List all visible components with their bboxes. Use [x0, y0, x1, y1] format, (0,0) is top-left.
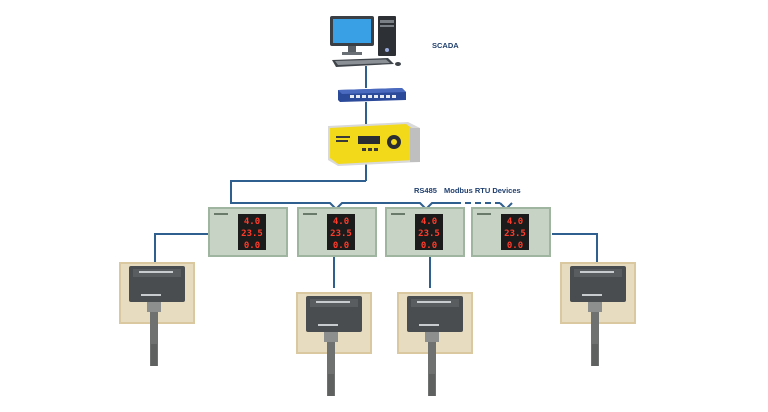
display-value-3: 0.0: [244, 241, 260, 251]
display-panel-4: 4.0 23.5 0.0: [471, 207, 551, 257]
display-value-1: 4.0: [507, 217, 523, 227]
display-panel-2: 4.0 23.5 0.0: [297, 207, 377, 257]
rs485-label: RS485: [414, 186, 437, 195]
network-switch-icon: [336, 86, 408, 104]
display-value-1: 4.0: [244, 217, 260, 227]
display-value-2: 23.5: [330, 229, 352, 239]
modbus-gateway-icon: [328, 122, 420, 166]
display-value-2: 23.5: [418, 229, 440, 239]
transmitter-4: [560, 260, 636, 368]
display-panel-1: 4.0 23.5 0.0: [208, 207, 288, 257]
display-value-1: 4.0: [333, 217, 349, 227]
display-value-3: 0.0: [333, 241, 349, 251]
wire-switch-gateway: [365, 102, 367, 124]
transmitter-3: [397, 290, 473, 398]
transmitter-1: [119, 260, 195, 368]
display-value-2: 23.5: [241, 229, 263, 239]
transmitter-2: [296, 290, 372, 398]
rs485-bus-line: [230, 180, 366, 182]
modbus-rtu-devices-label: Modbus RTU Devices: [444, 186, 521, 195]
wire-gateway-bus: [365, 163, 367, 181]
bus-drop-left: [230, 180, 232, 204]
display-value-3: 0.0: [421, 241, 437, 251]
scada-computer-icon: [328, 14, 404, 70]
display-panel-3: 4.0 23.5 0.0: [385, 207, 465, 257]
wire-pc-switch: [365, 66, 367, 88]
scada-label: SCADA: [432, 41, 459, 50]
display-value-3: 0.0: [507, 241, 523, 251]
display-value-2: 23.5: [504, 229, 526, 239]
display-value-1: 4.0: [421, 217, 437, 227]
